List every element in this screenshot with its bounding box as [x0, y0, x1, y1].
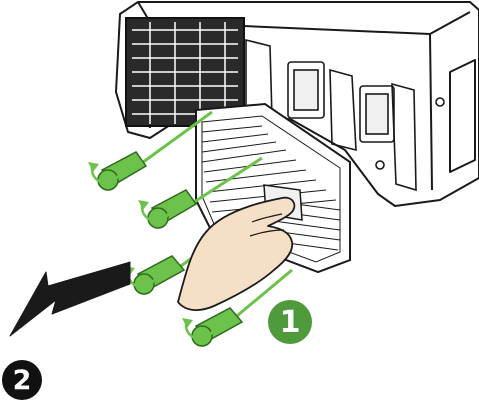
step-1-badge: 1 — [268, 300, 312, 344]
hand-icon — [178, 198, 294, 310]
step-2-badge: 2 — [2, 360, 42, 400]
pull-arrow-icon — [10, 262, 130, 336]
